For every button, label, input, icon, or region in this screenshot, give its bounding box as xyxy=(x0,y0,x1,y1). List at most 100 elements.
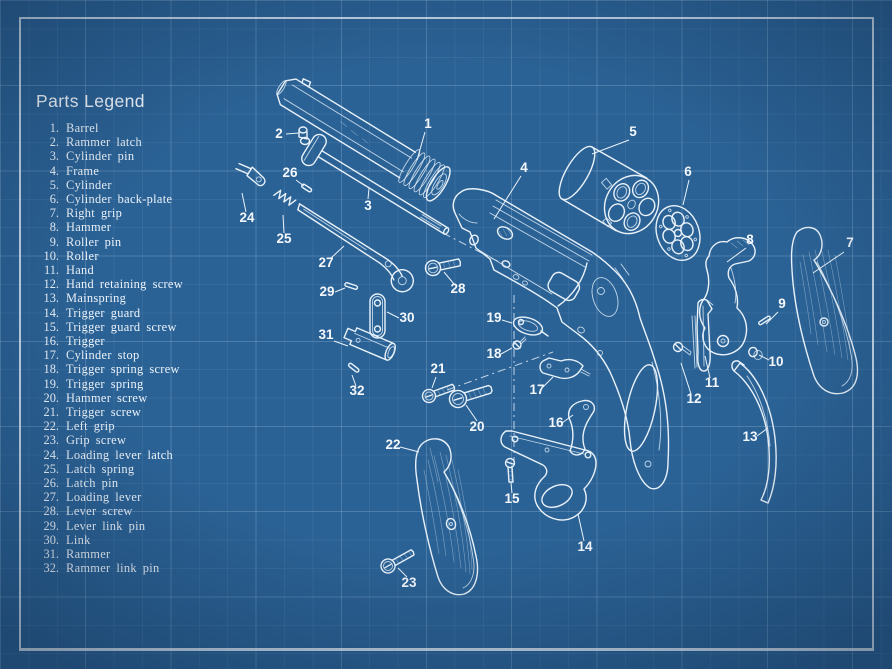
legend-item: 13.Mainspring xyxy=(36,291,183,305)
legend-item: 5.Cylinder xyxy=(36,178,183,192)
callout-leader-6 xyxy=(682,179,690,206)
callout-leader-31 xyxy=(333,340,349,347)
legend-item-name: Rammer xyxy=(66,547,111,562)
part-18-trigger-spring-screw-drawing xyxy=(512,336,527,350)
legend-item: 16.Trigger xyxy=(36,334,183,348)
legend-item-name: Hand xyxy=(66,263,95,278)
legend-item-number: 19. xyxy=(43,376,60,391)
callout-leader-7 xyxy=(812,251,845,274)
legend-item-name: Lever link pin xyxy=(66,518,146,533)
callout-leader-17 xyxy=(542,376,554,388)
legend-item-name: Rammer latch xyxy=(66,135,142,150)
legend-item: 17.Cylinder stop xyxy=(36,348,183,362)
legend-item-name: Roller xyxy=(66,248,99,263)
callout-leader-21 xyxy=(431,376,437,389)
part-8-hammer-drawing xyxy=(698,237,756,356)
legend-item-name: Cylinder back-plate xyxy=(66,192,173,207)
legend-item: 23.Grip screw xyxy=(36,433,183,447)
part-13-mainspring-drawing xyxy=(731,360,777,504)
legend-item: 2.Rammer latch xyxy=(36,135,183,149)
part-31-rammer-drawing xyxy=(343,327,396,361)
callout-leader-12 xyxy=(680,362,692,395)
legend-item: 27. Loading lever xyxy=(36,490,183,504)
callout-number-19: 19 xyxy=(486,310,501,325)
legend-item-number: 7. xyxy=(49,206,59,221)
legend-item-name: Cylinder xyxy=(66,177,112,192)
part-27-loading-lever-drawing xyxy=(297,203,414,293)
callout-leader-5 xyxy=(591,139,630,155)
legend-item-name: Frame xyxy=(66,163,100,178)
legend-item-name: Roller pin xyxy=(66,234,122,249)
legend-item-number: 3. xyxy=(49,149,59,164)
callout-number-4: 4 xyxy=(520,160,528,175)
legend-item: 6.Cylinder back-plate xyxy=(36,192,183,206)
legend-item-number: 22. xyxy=(43,419,60,434)
legend-item-name: Cylinder pin xyxy=(66,149,135,164)
callout-number-5: 5 xyxy=(629,124,637,139)
legend-item-name: Latch pin xyxy=(66,476,119,491)
part-20-hammer-screw-drawing xyxy=(448,384,493,409)
legend-item: 8.Hammer xyxy=(36,220,183,234)
legend-item-number: 12. xyxy=(43,277,60,292)
part-4-frame-drawing xyxy=(452,188,670,490)
legend-item-name: Loading lever xyxy=(66,490,142,505)
callout-number-30: 30 xyxy=(399,310,414,325)
legend-item-name: Trigger spring xyxy=(66,376,144,391)
callout-number-27: 27 xyxy=(318,255,333,270)
part-2-rammer-latch-drawing xyxy=(298,126,311,146)
legend-item-number: 11. xyxy=(43,263,59,278)
part-9-roller-pin-drawing xyxy=(758,315,771,326)
callout-leader-23 xyxy=(397,567,408,578)
callout-number-31: 31 xyxy=(318,327,334,342)
part-21-trigger-screw-drawing xyxy=(421,383,456,404)
legend-item-number: 14. xyxy=(43,305,60,320)
legend-item: 19. Trigger spring xyxy=(36,377,183,391)
legend-item: 14. Trigger guard xyxy=(36,306,183,320)
legend-title: Parts Legend xyxy=(36,91,145,111)
legend-item-name: Grip screw xyxy=(66,433,127,448)
part-30-link-drawing xyxy=(369,293,386,339)
legend-item: 22.Left grip xyxy=(36,419,183,433)
part-6-cylinder-back-plate-drawing xyxy=(655,205,701,261)
part-12-hand-retaining-screw-drawing xyxy=(672,341,692,356)
part-11-hand-drawing xyxy=(691,298,713,372)
legend-item-name: Hand retaining screw xyxy=(66,277,183,292)
callout-number-8: 8 xyxy=(746,232,754,247)
legend-item: 28.Lever screw xyxy=(36,504,183,518)
legend-item-number: 4. xyxy=(49,163,59,178)
part-5-cylinder-drawing xyxy=(558,145,660,235)
part-22-left-grip-drawing xyxy=(414,438,479,596)
legend-item-number: 16. xyxy=(43,334,60,349)
legend-item-number: 15. xyxy=(43,319,60,334)
callout-number-32: 32 xyxy=(349,383,364,398)
callout-number-23: 23 xyxy=(401,575,417,590)
legend-item-number: 18. xyxy=(43,362,60,377)
part-19-trigger-spring-drawing xyxy=(512,316,549,337)
callout-leader-16 xyxy=(561,414,574,424)
part-7-right-grip-drawing xyxy=(790,226,859,395)
callout-number-29: 29 xyxy=(319,284,334,299)
legend-item-name: Rammer link pin xyxy=(66,561,160,576)
legend-item: 25.Latch spring xyxy=(36,462,183,476)
callout-number-17: 17 xyxy=(529,382,544,397)
callout-number-24: 24 xyxy=(239,210,255,225)
legend-item-name: Trigger screw xyxy=(66,405,142,420)
callout-leader-13 xyxy=(756,427,769,437)
part-1-barrel-drawing xyxy=(276,78,451,202)
callout-number-28: 28 xyxy=(450,281,466,296)
legend-item-number: 30. xyxy=(43,532,60,547)
legend-item: 20.Hammer screw xyxy=(36,391,183,405)
legend-item-name: Trigger guard xyxy=(66,305,141,320)
legend-item-name: Latch spring xyxy=(66,461,135,476)
callout-number-3: 3 xyxy=(364,198,372,213)
legend-item: 9.Roller pin xyxy=(36,235,183,249)
callout-number-10: 10 xyxy=(768,354,783,369)
legend-item: 4. Frame xyxy=(36,164,183,178)
legend-item-number: 27. xyxy=(43,490,60,505)
legend-item-number: 20. xyxy=(43,390,60,405)
callout-number-13: 13 xyxy=(742,429,758,444)
